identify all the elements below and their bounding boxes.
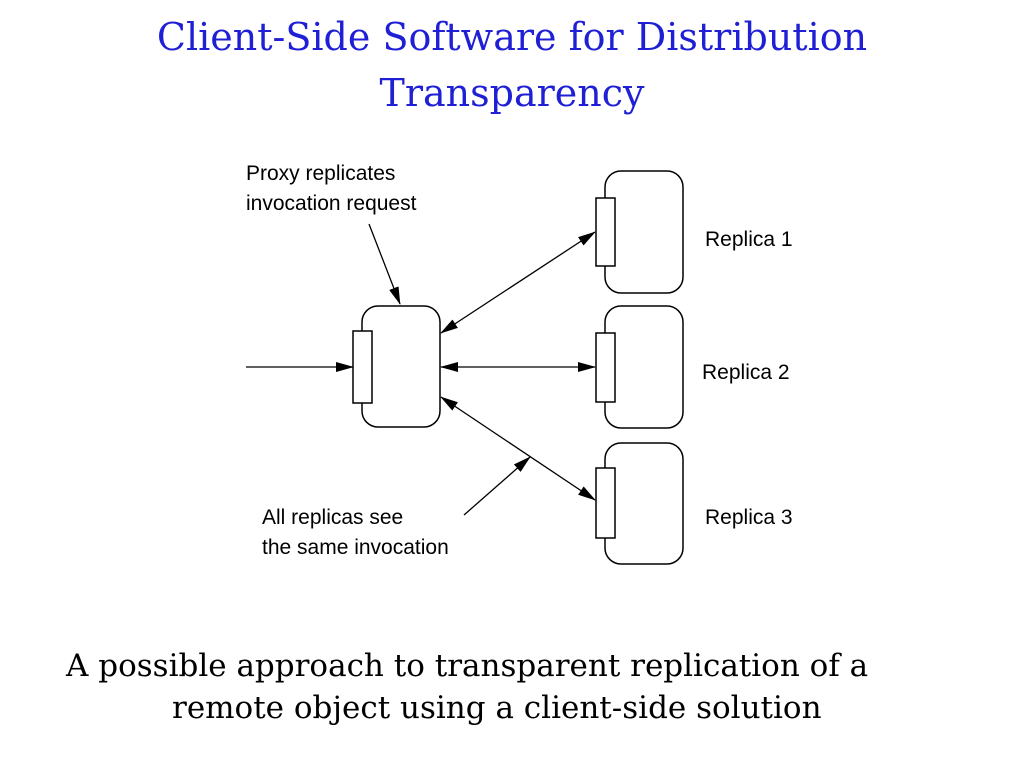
replica-3-object	[595, 442, 684, 565]
all-replicas-label-line-2: the same invocation	[262, 536, 449, 559]
slide-title-line-2: Transparency	[379, 71, 645, 115]
replica-1-label: Replica 1	[705, 228, 793, 251]
proxy-replica-1-arrow	[440, 231, 596, 334]
all-replicas-label-line-1: All replicas see	[262, 506, 403, 529]
replica-1-box	[604, 170, 684, 294]
replica-3-box	[604, 442, 684, 565]
replica-2-box	[604, 305, 684, 429]
proxy-replica-3-arrow	[440, 396, 596, 501]
replica-2-label: Replica 2	[702, 361, 790, 384]
caption-line-2: remote object using a client-side soluti…	[172, 690, 822, 726]
same-invocation-pointer-arrow	[463, 456, 531, 516]
replica-1-object	[595, 170, 684, 294]
proxy-interface	[352, 330, 373, 404]
proxy-object	[352, 305, 441, 428]
replica-1-interface	[595, 197, 616, 267]
proxy-label-line-2: invocation request	[246, 192, 417, 215]
proxy-label-line-1: Proxy replicates	[246, 162, 395, 185]
replica-3-interface	[595, 467, 616, 539]
replica-2-object	[595, 305, 684, 429]
replica-3-label: Replica 3	[705, 506, 793, 529]
replica-2-interface	[595, 332, 616, 403]
proxy-object-box	[361, 305, 441, 428]
slide-title-line-1: Client-Side Software for Distribution	[156, 15, 868, 59]
caption-line-1: A possible approach to transparent repli…	[66, 648, 869, 684]
proxy-label-pointer-arrow	[368, 223, 401, 305]
